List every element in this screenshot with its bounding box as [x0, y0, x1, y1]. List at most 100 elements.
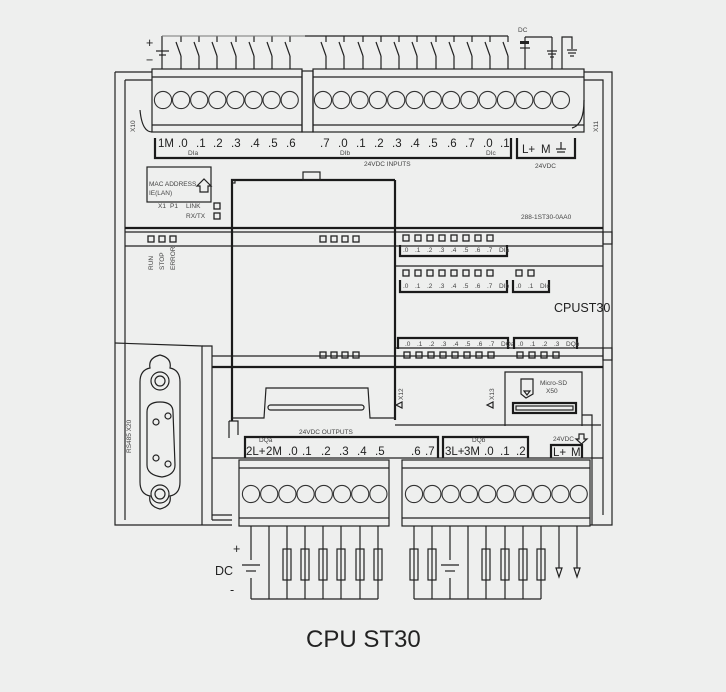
- input-led: [474, 269, 482, 277]
- terminal-screw: [514, 484, 533, 504]
- input-terminal-label: .2: [213, 138, 223, 150]
- terminal-screw: [260, 484, 279, 504]
- x12-label: X12: [398, 388, 405, 400]
- output-terminal-label: .1: [500, 446, 510, 458]
- input-group-label: DIa: [499, 247, 510, 254]
- expansion-slot: [228, 387, 601, 438]
- terminal-screw: [387, 90, 406, 110]
- output-led-label: .1: [417, 341, 423, 348]
- input-led-label: .4: [451, 247, 457, 254]
- input-power-m: M: [541, 144, 551, 156]
- input-terminal-label: .5: [268, 138, 278, 150]
- switch-contact: [211, 41, 218, 57]
- indicator-led: [330, 351, 338, 359]
- terminal-screw: [280, 90, 299, 110]
- output-led-label: .1: [530, 341, 536, 348]
- input-terminal-label: .3: [392, 138, 402, 150]
- input-led: [474, 234, 482, 242]
- indicator-led: [352, 351, 360, 359]
- terminal-screw: [278, 484, 297, 504]
- indicator-led: [319, 351, 327, 359]
- output-led: [451, 351, 459, 359]
- input-led: [515, 269, 523, 277]
- input-terminal-label: .0: [483, 138, 493, 150]
- output-terminal-label: .3: [339, 446, 349, 458]
- input-terminal-labels: 1M.0.1.2.3.4.5.6.7.0.1.2.3.4.5.6.7.0.1: [158, 138, 510, 150]
- output-led: [427, 351, 435, 359]
- input-power-symbol: + −: [146, 35, 305, 67]
- terminal-screw: [423, 484, 442, 504]
- group-label-dib: DIb: [340, 150, 351, 157]
- output-led: [475, 351, 483, 359]
- outputs-header: 24VDC OUTPUTS: [299, 429, 353, 436]
- module-housing: [114, 71, 613, 526]
- part-number: 288-1ST30-0AA0: [521, 214, 572, 221]
- output-led-label: .7: [489, 341, 495, 348]
- output-led: [540, 351, 548, 359]
- dc-label: DC: [518, 27, 528, 34]
- input-led-label: .6: [475, 283, 481, 290]
- switch-contact: [320, 41, 327, 57]
- terminal-screw: [441, 484, 460, 504]
- input-terminal-label: .3: [231, 138, 241, 150]
- input-terminal-block-a: [139, 68, 303, 133]
- input-led-label: .2: [427, 283, 433, 290]
- output-plus-label: +: [233, 542, 240, 556]
- terminal-screw: [262, 90, 281, 110]
- output-led-label: .3: [554, 341, 560, 348]
- output-terminal-label: 3M: [464, 446, 480, 458]
- input-terminal-label: .0: [178, 138, 188, 150]
- input-group-label: DIc: [540, 283, 551, 290]
- arrow-down-icon: [574, 433, 589, 445]
- terminal-screw: [332, 90, 351, 110]
- led-label-bracket: [512, 336, 579, 349]
- terminal-screw: [226, 90, 245, 110]
- terminal-screw: [515, 90, 534, 110]
- switch-contact: [393, 41, 400, 57]
- status-led: [158, 235, 166, 243]
- output-terminal-label: .2: [321, 446, 331, 458]
- terminal-screw: [244, 90, 263, 110]
- output-terminal-label: 2L+: [246, 446, 266, 458]
- load-resistor: [373, 548, 383, 581]
- output-led-label: .2: [429, 341, 435, 348]
- input-led: [414, 269, 422, 277]
- input-led-label: .5: [463, 247, 469, 254]
- terminal-screw: [350, 90, 369, 110]
- terminal-screw: [153, 90, 173, 110]
- input-led: [438, 269, 446, 277]
- load-resistor: [336, 548, 346, 581]
- switch-contact: [193, 41, 200, 57]
- output-led-label: .4: [453, 341, 459, 348]
- load-resistor: [427, 548, 437, 581]
- input-led-label: .0: [516, 283, 522, 290]
- output-terminal-label: .6: [411, 446, 421, 458]
- center-leds-bottom: [319, 351, 360, 359]
- terminal-screw: [369, 484, 388, 504]
- group-label-dic: DIc: [486, 150, 497, 157]
- load-resistor: [500, 548, 510, 581]
- load-resistor: [536, 548, 546, 581]
- output-terminal-label: 2M: [266, 446, 282, 458]
- input-led-label: .7: [487, 283, 493, 290]
- switch-contact: [430, 41, 437, 57]
- input-terminal-label: .6: [447, 138, 457, 150]
- input-led: [414, 234, 422, 242]
- input-led: [450, 234, 458, 242]
- input-led: [462, 234, 470, 242]
- rxtx-label: RX/TX: [186, 213, 206, 220]
- input-plus-label: +: [146, 36, 153, 50]
- output-power-lplus: L+: [553, 447, 566, 459]
- led-label-bracket: [398, 245, 509, 258]
- output-led-label: .0: [518, 341, 524, 348]
- input-led: [486, 269, 494, 277]
- input-led: [462, 269, 470, 277]
- microsd-slot: Micro-SD X50: [504, 371, 593, 525]
- status-led: [147, 235, 155, 243]
- indicator-led: [352, 235, 360, 243]
- output-terminal-label: .5: [375, 446, 385, 458]
- switch-contact: [411, 41, 418, 57]
- input-label-bracket: [153, 138, 577, 160]
